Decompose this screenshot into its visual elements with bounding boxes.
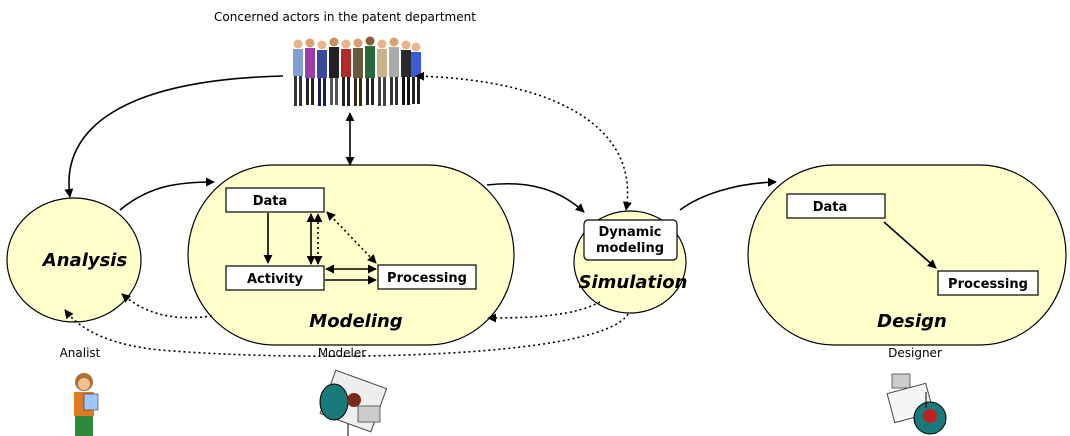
analyst-person-icon (74, 373, 99, 436)
group-of-people-icon (293, 36, 421, 106)
designer-at-desk-icon (886, 373, 947, 435)
modeling-activity-box: Activity (225, 265, 325, 291)
simulation-label: Simulation (579, 272, 688, 293)
modeling-data-box: Data (225, 187, 325, 213)
arrow-design-data-to-processing (883, 221, 937, 269)
design-data-box: Data (786, 193, 886, 219)
modeler-at-desk-icon (319, 369, 388, 436)
svg-text:Dynamic: Dynamic (598, 225, 661, 240)
caption-top: Concerned actors in the patent departmen… (214, 10, 476, 24)
arrow-actors-simulation-dotted (415, 71, 632, 211)
arrow-simulation-to-modeling-dotted (487, 301, 601, 323)
modeling-label: Modeling (309, 311, 403, 332)
analysis-ellipse (6, 197, 142, 323)
svg-text:Data: Data (253, 194, 288, 209)
dynamic-modeling-box: Dynamic modeling (583, 219, 678, 261)
modeling-processing-box: Processing (377, 264, 477, 290)
analyst-caption: Analist (60, 346, 101, 360)
arrow-actors-to-analysis (64, 75, 284, 198)
svg-text:Processing: Processing (948, 277, 1028, 292)
svg-text:Processing: Processing (387, 271, 467, 286)
arrow-simulation-to-analysis-dotted (64, 309, 629, 358)
arrow-simulation-to-design (679, 177, 777, 211)
analysis-label: Analysis (41, 250, 128, 271)
svg-text:Activity: Activity (247, 272, 304, 287)
design-label: Design (877, 311, 947, 332)
svg-text:Data: Data (813, 200, 848, 215)
design-processing-box: Processing (937, 270, 1039, 296)
svg-text:modeling: modeling (596, 241, 664, 256)
arrow-modeling-to-analysis-dotted (121, 293, 213, 319)
arrow-data-processing-dotted (326, 211, 377, 264)
designer-caption: Designer (888, 346, 942, 360)
modeler-caption: Modeler (318, 346, 366, 360)
arrow-analysis-to-modeling (119, 177, 215, 211)
